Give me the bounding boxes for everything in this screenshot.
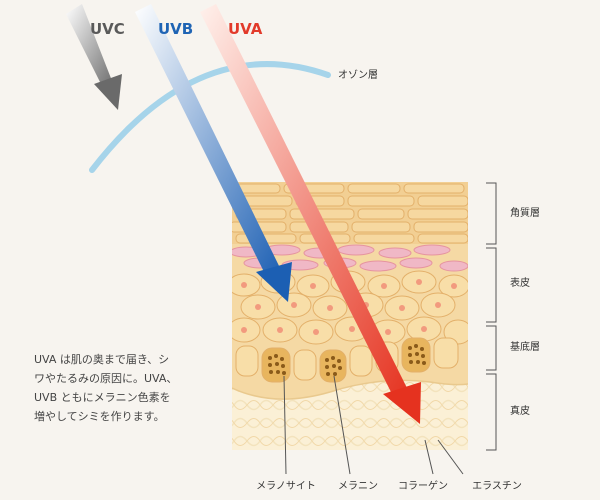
elastin-label: エラスチン	[472, 480, 522, 492]
melanocyte-label: メラノサイト	[256, 480, 316, 492]
uvc-label: UVC	[90, 20, 125, 38]
description-line-4: 増やしてシミを作ります。	[34, 410, 165, 423]
stratum-corneum-label: 角質層	[510, 206, 540, 219]
uvb-label: UVB	[158, 20, 193, 38]
melanin-granules	[268, 344, 426, 376]
collagen-label: コラーゲン	[398, 480, 448, 492]
skin-cross-section	[232, 182, 468, 450]
pointer-lines	[283, 375, 464, 475]
dermis-label: 真皮	[510, 404, 530, 417]
stratum-corneum-layer	[232, 182, 468, 244]
layer-brackets	[486, 182, 497, 451]
melanin-label: メラニン	[338, 480, 378, 492]
description-line-3: UVB ともにメラニン色素を	[34, 391, 171, 404]
ozone-label: オゾン層	[338, 69, 378, 81]
basal-layer-label: 基底層	[510, 340, 540, 353]
description-line-1: UVA は肌の奥まで届き、シ	[34, 353, 170, 366]
ozone-layer	[89, 61, 331, 173]
uva-label: UVA	[228, 20, 263, 38]
uvc-ray	[66, 4, 122, 110]
uva-ray	[200, 4, 421, 424]
epidermis-label: 表皮	[510, 276, 530, 289]
description-line-2: ワやたるみの原因に。UVA、	[34, 372, 178, 385]
description-text: UVA は肌の奥まで届き、シ ワやたるみの原因に。UVA、 UVB ともにメラニ…	[34, 350, 224, 426]
uvb-ray	[135, 4, 292, 302]
